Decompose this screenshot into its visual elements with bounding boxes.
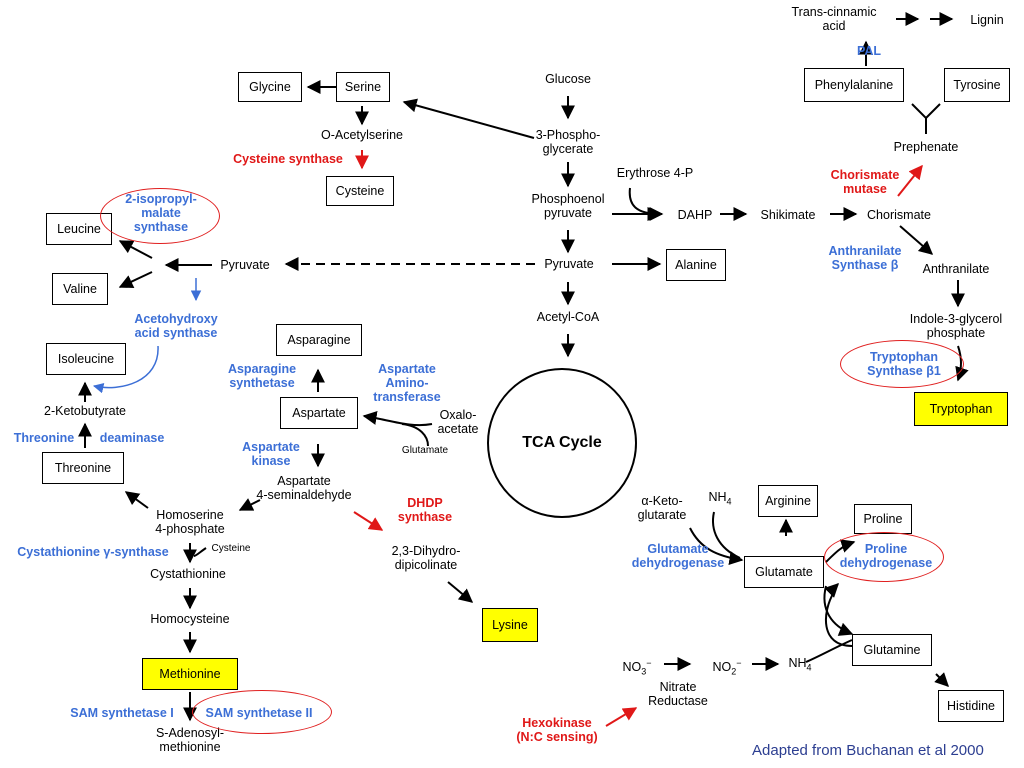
compound-3-phosphoglycerate: 3-Phospho-glycerate [535,128,601,156]
compound-o-acetylserine: O-Acetylserine [321,128,403,142]
arrow-oxaloacetate-aspartate [362,410,433,427]
tca-label: TCA Cycle [522,434,602,451]
compound-nh4-top: NH4 [708,490,732,507]
tca-cycle: TCA Cycle [487,368,637,518]
cysteine-cofactor-curve [193,547,207,557]
enzyme-hexokinase: Hexokinase(N:C sensing) [516,716,598,744]
compound-cystathionine: Cystathionine [150,567,226,581]
arrow-dhdp-synthase [353,511,384,531]
compound-glutamate-cofactor: Glutamate [401,445,449,456]
arrow-to-leucine [118,240,153,259]
enzyme-threonine-label: Threonine [13,431,75,445]
box-asparagine: Asparagine [276,324,362,356]
compound-pyruvate: Pyruvate [544,257,594,271]
box-tryptophan: Tryptophan [914,392,1008,426]
credit-text: Adapted from Buchanan et al 2000 [752,742,984,759]
arrow-chorismate-mutase [897,164,923,197]
compound-dahp: DAHP [677,208,713,222]
arrow-dhdp-lysine [447,581,474,603]
arrow-to-valine [118,271,153,288]
compound-chorismate: Chorismate [867,208,931,222]
box-histidine: Histidine [938,690,1004,722]
compound-prephenate: Prephenate [893,140,959,154]
highlight-oval-isopropylmalate [100,188,220,244]
box-valine: Valine [52,273,108,305]
box-proline: Proline [854,504,912,534]
compound-homocysteine: Homocysteine [150,612,230,626]
enzyme-cystathionine-gamma-synthase: Cystathionine γ-synthase [17,545,169,559]
enzyme-cysteine-synthase: Cysteine synthase [233,152,343,166]
box-cysteine: Cysteine [326,176,394,206]
arrow-hexokinase [605,707,638,727]
compound-oxaloacetate: Oxalo-acetate [437,408,479,436]
compound-glucose: Glucose [545,72,591,86]
box-lysine: Lysine [482,608,538,642]
box-threonine: Threonine [42,452,124,484]
compound-cysteine-cofactor: Cysteine [211,543,251,554]
glutamate-cofactor-curve [401,423,429,447]
arrow-aketoglutarate-glutamate [689,527,744,565]
compound-no2: NO2− [712,658,742,677]
compound-nh4-bottom: NH4 [788,656,812,673]
highlight-oval-proline-dehydrogenase [824,532,944,582]
highlight-oval-tryptophan-synthase [840,340,964,388]
box-phenylalanine: Phenylalanine [804,68,904,102]
compound-acetyl-coa: Acetyl-CoA [536,310,600,324]
box-tyrosine: Tyrosine [944,68,1010,102]
arrow-asa-homoserine [238,498,261,511]
nh4-cofactor-curve [712,511,741,559]
compound-s-adenosylmethionine: S-Adenosyl-methionine [155,726,225,754]
arrow-3pg-serine [402,98,535,139]
compound-anthranilate: Anthranilate [922,262,990,276]
arrow-glutamine-glutamate [824,583,853,647]
box-isoleucine: Isoleucine [46,343,126,375]
enzyme-sam-synthetase-i: SAM synthetase I [70,706,174,720]
arrow-erythrose-dahp [628,187,662,221]
box-methionine: Methionine [142,658,238,690]
arrow-chorismate-anthranilate [899,225,934,255]
enzyme-deaminase-label: deaminase [99,431,165,445]
compound-2-ketobutyrate: 2-Ketobutyrate [44,404,126,418]
compound-2-3-dihydrodipicolinate: 2,3-Dihydro-dipicolinate [391,544,461,572]
arrow-homoserine-threonine [124,491,149,509]
box-alanine: Alanine [666,249,726,281]
compound-lignin: Lignin [970,13,1004,27]
box-aspartate: Aspartate [280,397,358,429]
nh4-glutamine-curve [805,639,853,663]
highlight-oval-sam-synthetase [192,690,332,734]
compound-pyruvate-left: Pyruvate [220,258,270,272]
box-glutamine: Glutamine [852,634,932,666]
arrow-glutamine-histidine [934,672,949,687]
box-glutamate: Glutamate [744,556,824,588]
box-arginine: Arginine [758,485,818,517]
compound-erythrose-4-p: Erythrose 4-P [616,166,694,180]
arrow-acetohydroxy-to-isoleucine [92,345,159,394]
box-serine: Serine [336,72,390,102]
arrow-glutamate-glutamine [823,585,854,636]
compound-no3: NO3− [622,658,652,677]
compound-shikimate: Shikimate [760,208,816,222]
compound-alpha-ketoglutarate: α-Keto-glutarate [637,494,687,522]
fork-prephenate [911,103,941,134]
box-glycine: Glycine [238,72,302,102]
enzyme-pal: PAL [856,44,882,58]
